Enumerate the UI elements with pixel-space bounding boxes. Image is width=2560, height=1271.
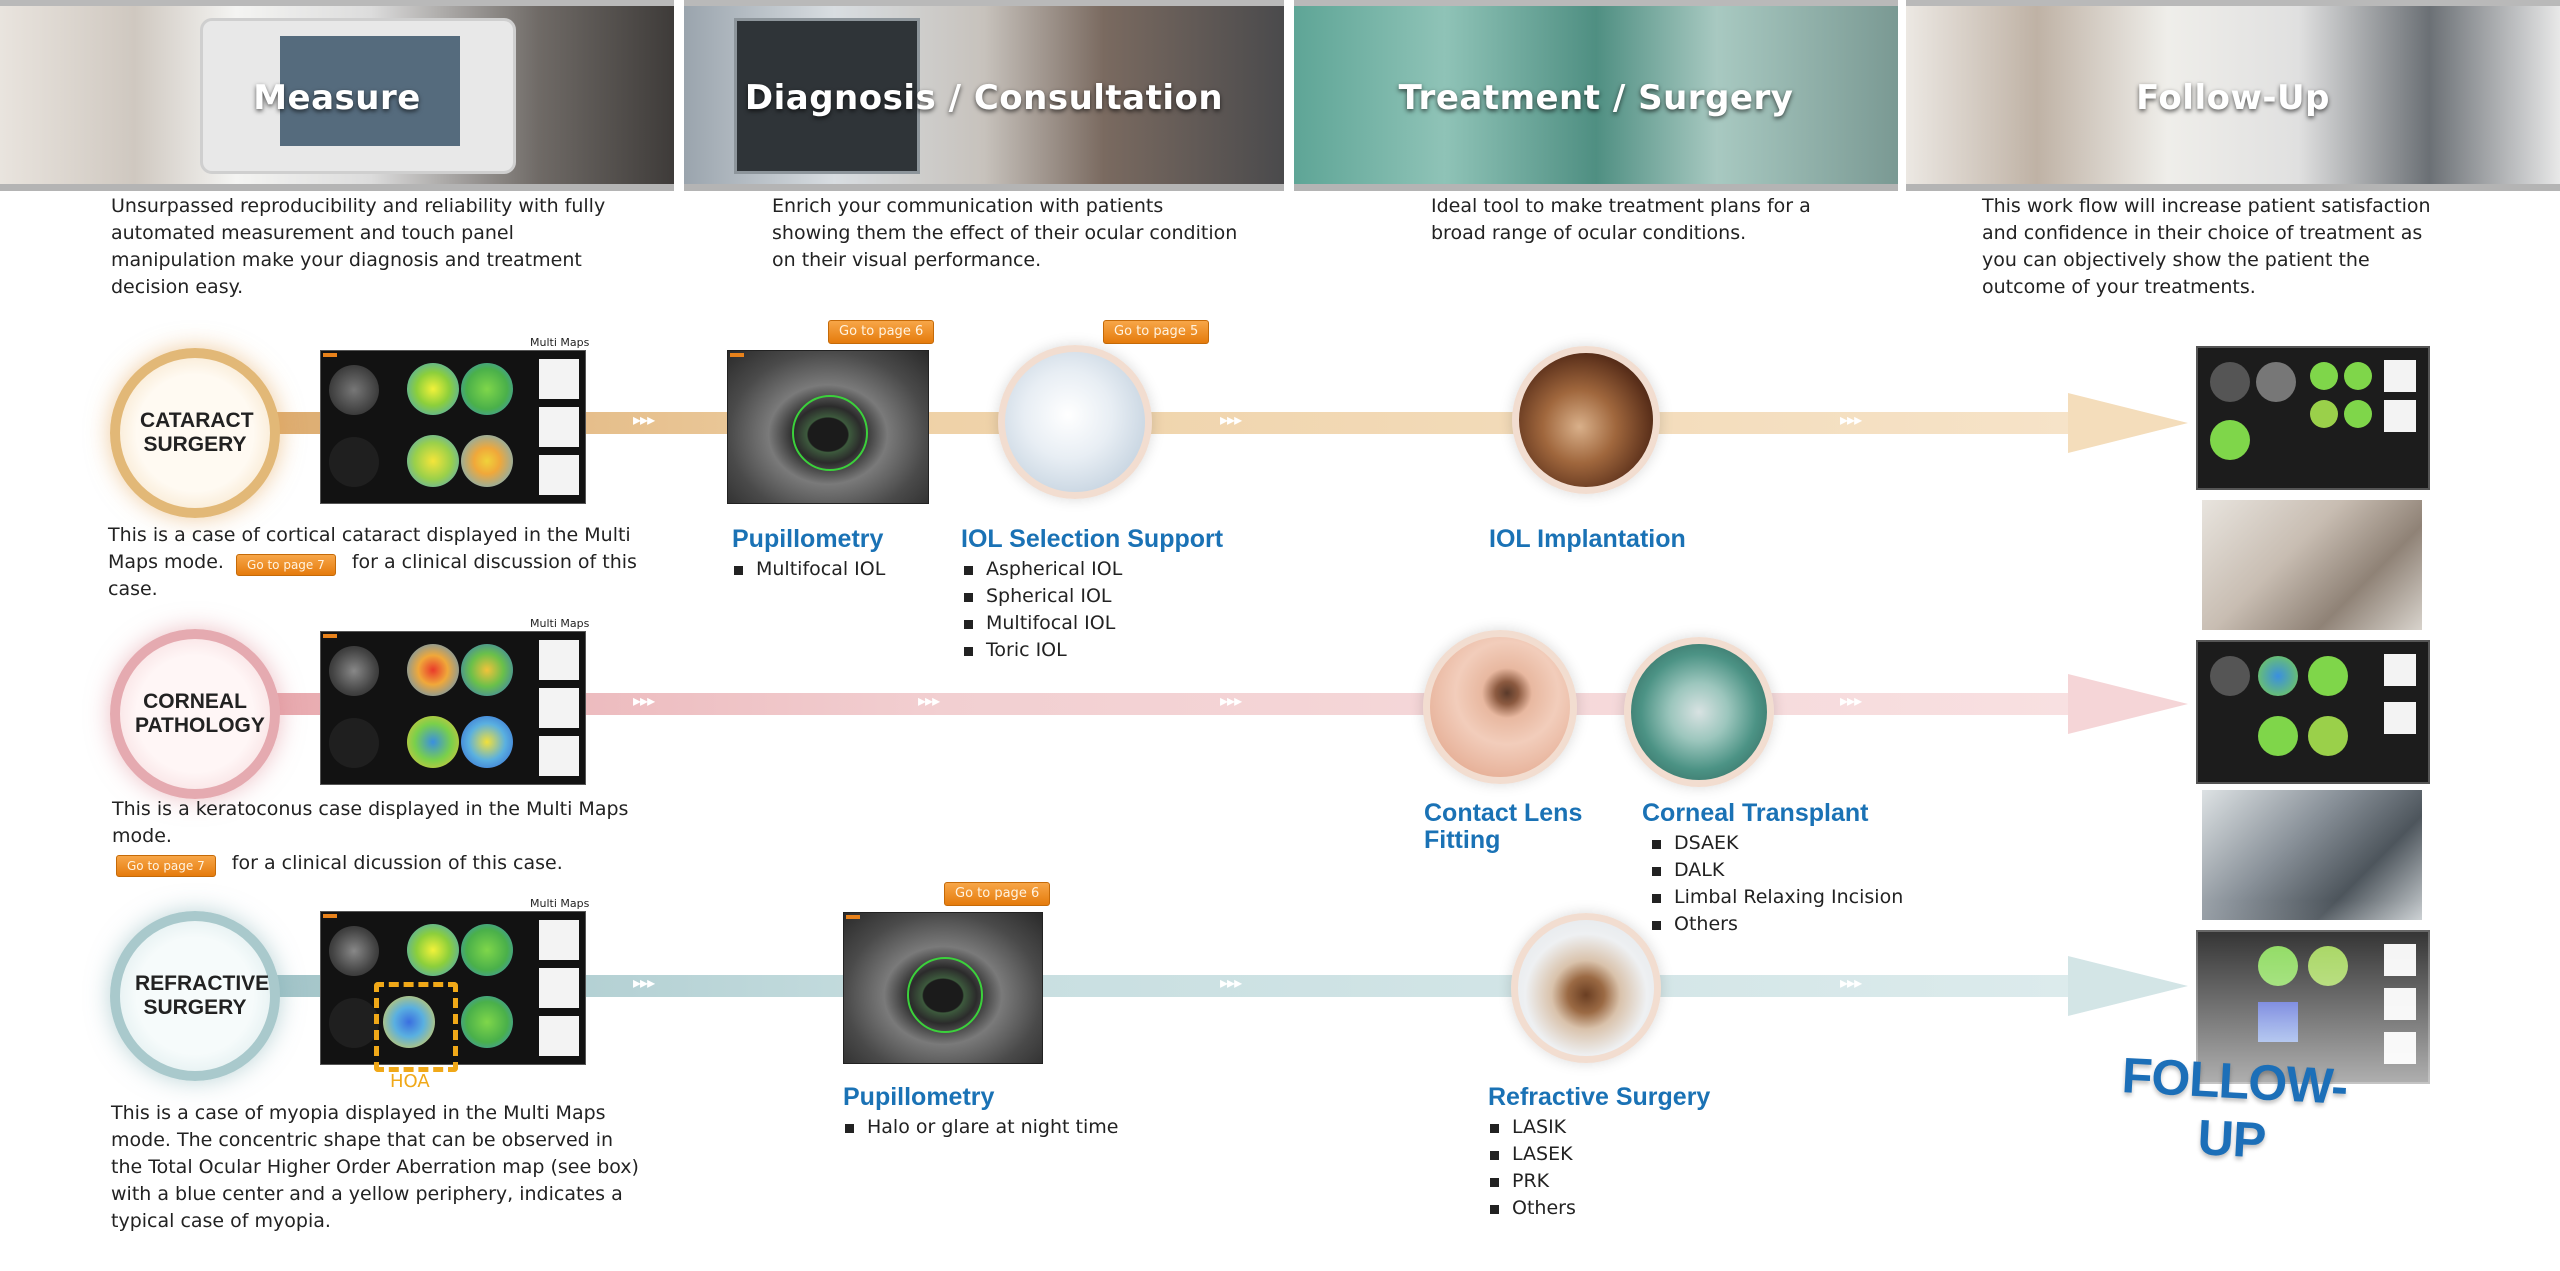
flow-arrowhead-cataract — [2068, 393, 2188, 453]
flow-chevrons: ▸▸▸ — [1840, 691, 1862, 710]
followup-column — [2196, 340, 2432, 1140]
go-to-page-button[interactable]: Go to page 5 — [1103, 320, 1210, 344]
hoa-highlight-box — [374, 982, 458, 1072]
multi-maps-label: Multi Maps — [530, 336, 590, 349]
intro-measure: Unsurpassed reproducibility and reliabil… — [111, 195, 606, 298]
banner-title: Treatment / Surgery — [1398, 78, 1794, 118]
list-item: PRK — [1488, 1168, 1576, 1195]
case-label: REFRACTIVE SURGERY — [135, 972, 270, 1019]
refractive-surgery-title: Refractive Surgery — [1488, 1083, 1711, 1111]
flow-chevrons: ▸▸▸ — [1220, 410, 1242, 429]
list-item: Aspherical IOL — [962, 556, 1122, 583]
case-label: CORNEAL PATHOLOGY — [135, 690, 265, 737]
list-item: DSAEK — [1650, 830, 1903, 857]
pupillometry-eye-image — [727, 350, 929, 504]
list-item: Limbal Relaxing Incision — [1650, 884, 1903, 911]
corneal-caption: This is a keratoconus case displayed in … — [112, 796, 672, 877]
corneal-transplant-title: Corneal Transplant — [1642, 799, 1869, 827]
list-item: Halo or glare at night time — [843, 1114, 1118, 1141]
go-to-page-button[interactable]: Go to page 7 — [116, 855, 216, 877]
multi-maps-thumbnail-cataract[interactable] — [320, 350, 586, 504]
list-item: Spherical IOL — [962, 583, 1122, 610]
flow-chevrons: ▸▸▸ — [633, 410, 655, 429]
corneal-transplant-list: DSAEK DALK Limbal Relaxing Incision Othe… — [1650, 830, 1903, 938]
banner-followup: Follow-Up — [1906, 0, 2560, 191]
pupillometry-eye-image — [843, 912, 1043, 1064]
followup-label: FOLLOW-UP — [2120, 1047, 2349, 1169]
iol-selection-list: Aspherical IOL Spherical IOL Multifocal … — [962, 556, 1122, 664]
case-corneal-pathology: CORNEAL PATHOLOGY — [110, 629, 280, 799]
contact-lens-image — [1423, 630, 1577, 784]
case-refractive-surgery: REFRACTIVE SURGERY — [110, 911, 280, 1081]
pupillometry-title: Pupillometry — [732, 525, 884, 553]
refractive-surgery-image — [1511, 913, 1661, 1063]
flow-chevrons: ▸▸▸ — [1840, 973, 1862, 992]
flow-arrowhead-refractive — [2068, 956, 2188, 1016]
list-item: Multifocal IOL — [732, 556, 885, 583]
pupillometry-list: Halo or glare at night time — [843, 1114, 1118, 1141]
cataract-caption: This is a case of cortical cataract disp… — [108, 524, 637, 600]
flow-chevrons: ▸▸▸ — [918, 691, 940, 710]
refractive-caption: This is a case of myopia displayed in th… — [111, 1102, 639, 1232]
go-to-page-button[interactable]: Go to page 6 — [944, 882, 1051, 906]
flow-chevrons: ▸▸▸ — [633, 691, 655, 710]
iol-implantation-image — [1512, 346, 1660, 494]
case-cataract-surgery: CATARACT SURGERY — [110, 348, 280, 518]
list-item: DALK — [1650, 857, 1903, 884]
hoa-label: HOA — [390, 1071, 430, 1092]
intro-diagnosis: Enrich your communication with patients … — [772, 195, 1238, 271]
intro-treatment: Ideal tool to make treatment plans for a… — [1431, 195, 1811, 244]
banner-measure: Measure — [0, 0, 674, 191]
iol-lens-image — [998, 345, 1152, 499]
list-item: LASIK — [1488, 1114, 1576, 1141]
multi-maps-thumbnail-corneal[interactable] — [320, 631, 586, 785]
banner-diagnosis: Diagnosis / Consultation — [684, 0, 1284, 191]
flow-chevrons: ▸▸▸ — [1220, 691, 1242, 710]
flow-chevrons: ▸▸▸ — [633, 973, 655, 992]
flow-chevrons: ▸▸▸ — [1840, 410, 1862, 429]
corneal-transplant-image — [1624, 637, 1774, 787]
followup-fade — [2196, 340, 2432, 1140]
banner-treatment: Treatment / Surgery — [1294, 0, 1898, 191]
refractive-surgery-list: LASIK LASEK PRK Others — [1488, 1114, 1576, 1222]
list-item: Multifocal IOL — [962, 610, 1122, 637]
case-label: CATARACT SURGERY — [140, 409, 254, 456]
banner-title: Follow-Up — [2136, 78, 2330, 118]
pupillometry-list: Multifocal IOL — [732, 556, 885, 583]
multi-maps-label: Multi Maps — [530, 617, 590, 630]
flow-chevrons: ▸▸▸ — [1220, 973, 1242, 992]
flow-arrowhead-corneal — [2068, 674, 2188, 734]
go-to-page-button[interactable]: Go to page 6 — [828, 320, 935, 344]
multi-maps-label: Multi Maps — [530, 897, 590, 910]
pupillometry-title: Pupillometry — [843, 1083, 995, 1111]
intro-followup: This work flow will increase patient sat… — [1982, 195, 2431, 298]
iol-implantation-title: IOL Implantation — [1489, 525, 1686, 553]
go-to-page-button[interactable]: Go to page 7 — [236, 554, 336, 576]
list-item: Toric IOL — [962, 637, 1122, 664]
list-item: LASEK — [1488, 1141, 1576, 1168]
banner-title: Measure — [253, 78, 421, 118]
banner-title: Diagnosis / Consultation — [744, 78, 1224, 118]
list-item: Others — [1650, 911, 1903, 938]
iol-selection-title: IOL Selection Support — [961, 525, 1224, 553]
list-item: Others — [1488, 1195, 1576, 1222]
contact-lens-title: Contact Lens Fitting — [1424, 799, 1583, 854]
flow-arrow-corneal — [190, 693, 2070, 715]
